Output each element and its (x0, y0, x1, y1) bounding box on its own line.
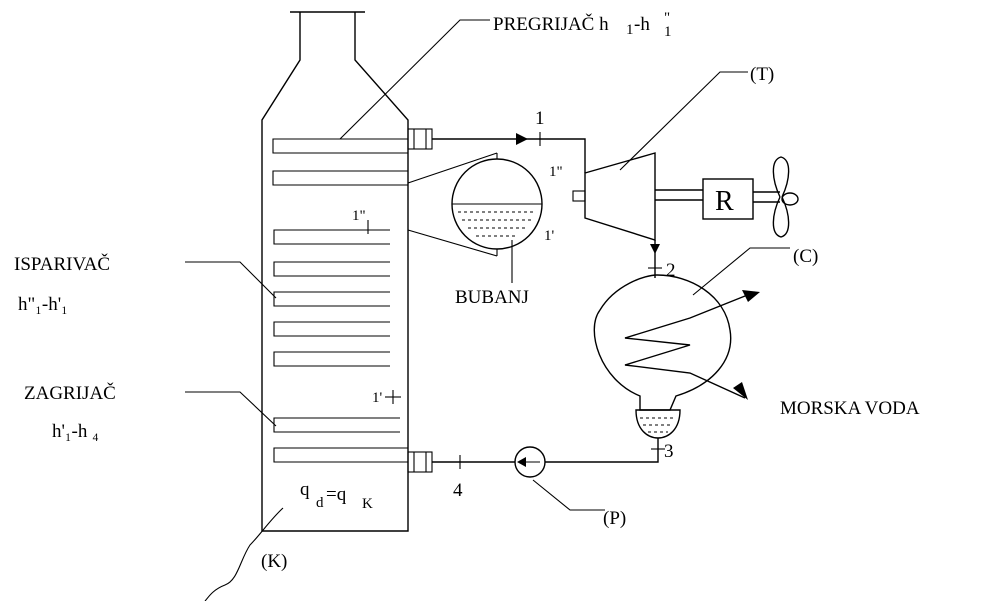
svg-text:-h: -h (634, 14, 650, 35)
boiler-casing (261, 12, 409, 532)
turbine-label: (T) (750, 64, 774, 85)
svg-text:=q: =q (326, 484, 347, 505)
state-point-3: 3 (664, 441, 674, 462)
fuel-heat-formula: q d =q K (300, 479, 373, 512)
boiler (261, 11, 409, 532)
turbine (572, 152, 703, 241)
evaporator-label: ISPARIVAČ (14, 253, 110, 275)
evaporator-formula: h"₁-h'₁ (18, 294, 68, 315)
steam-drum (407, 152, 543, 283)
reduction-gear (702, 178, 780, 220)
svg-text:1: 1 (626, 22, 634, 38)
state-point-1-lower: 1' (372, 390, 383, 406)
pump-label: (P) (603, 508, 626, 529)
superheater-label: PREGRIJAČ h (493, 13, 609, 35)
state-point-1-top: 1" (549, 164, 563, 180)
sea-water-label: MORSKA VODA (780, 398, 920, 419)
economizer-label: ZAGRIJAČ (24, 382, 116, 404)
svg-text:K: K (362, 496, 373, 512)
state-point-4: 4 (453, 480, 463, 501)
superheater-tubes (272, 138, 408, 186)
state-point-1-bottom: 1' (544, 228, 555, 244)
svg-text:q: q (300, 479, 310, 500)
evaporator-tubes (273, 229, 390, 367)
svg-text:1: 1 (664, 24, 672, 40)
state-point-1: 1 (535, 108, 545, 129)
leader-lines (185, 19, 790, 602)
inlet-flange (407, 451, 433, 473)
feed-pump (514, 446, 546, 478)
svg-text:": " (664, 10, 670, 26)
svg-text:d: d (316, 495, 324, 511)
furnace-label: (K) (261, 551, 287, 572)
piping (367, 132, 665, 469)
reductor-label: R (715, 186, 734, 217)
drum-label: BUBANJ (455, 287, 529, 308)
propeller-icon (772, 156, 799, 238)
economizer-formula: h'₁-h ₄ (52, 421, 99, 442)
condenser-label: (C) (793, 246, 818, 267)
state-point-1-left: 1" (352, 208, 366, 224)
outlet-flange (407, 128, 433, 150)
economizer-tubes (273, 417, 408, 463)
state-point-2: 2 (666, 260, 676, 281)
condenser (593, 274, 760, 439)
